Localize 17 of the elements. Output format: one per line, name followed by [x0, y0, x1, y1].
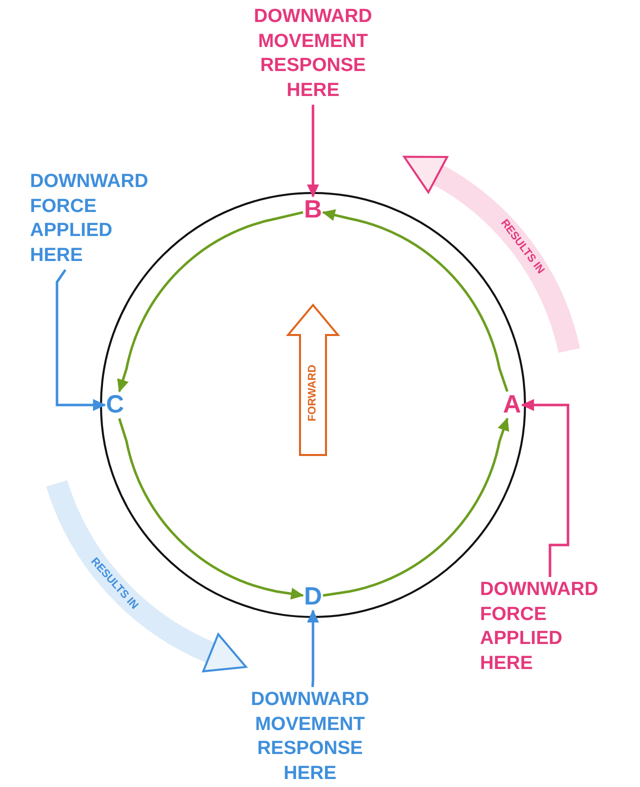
callout-text: DOWNWARD MOVEMENT RESPONSE HERE: [238, 5, 388, 104]
direction-label: FORWARD: [308, 364, 318, 422]
point-letter: B: [304, 198, 322, 222]
callout-text: DOWNWARD MOVEMENT RESPONSE HERE: [235, 688, 385, 787]
arrow: [322, 209, 508, 392]
point-letter: A: [502, 392, 522, 418]
arrow: [307, 104, 319, 198]
arrow: [56, 269, 106, 411]
point-letter: C: [106, 392, 124, 418]
arrow: [118, 418, 304, 600]
callout-text: DOWNWARD FORCE APPLIED HERE: [30, 170, 170, 269]
callout-text: DOWNWARD FORCE APPLIED HERE: [480, 578, 620, 677]
arrow: [521, 399, 570, 577]
point-letter: D: [304, 584, 322, 610]
arrow: [117, 211, 304, 392]
arrow: [322, 418, 510, 597]
arrow: [307, 610, 319, 688]
